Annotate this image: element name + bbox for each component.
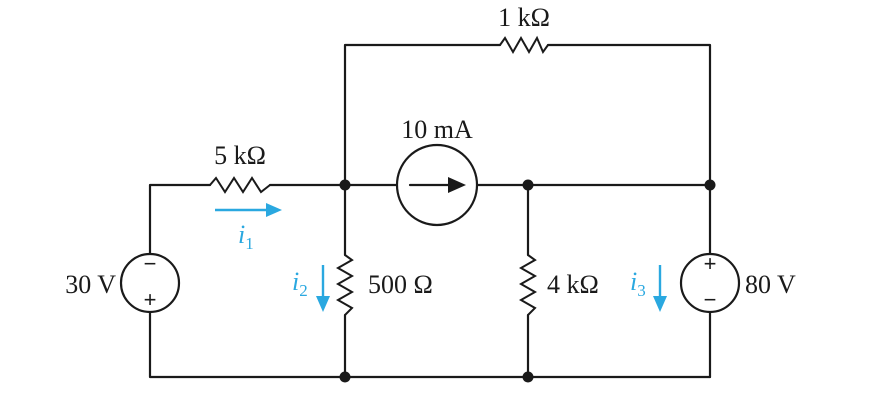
wire-left-bottom (148, 308, 347, 379)
i1-label: i1 (238, 220, 254, 253)
node-e (522, 371, 534, 383)
label-80v: 80 V (745, 270, 796, 299)
sign-30v-top: − (144, 251, 157, 276)
label-10ma: 10 mA (401, 115, 473, 144)
resistor-1k (499, 35, 549, 55)
i3-label: i3 (630, 267, 646, 300)
node-b (522, 179, 534, 191)
wire-left-top (148, 183, 212, 257)
resistor-4k (518, 254, 538, 316)
current-source-arrow-head (448, 177, 466, 193)
wire-top-left (343, 43, 502, 187)
resistor-5k (209, 176, 271, 194)
node-a (339, 179, 351, 191)
label-4k: 4 kΩ (547, 270, 599, 299)
i2-arrow-head (316, 296, 330, 312)
wire-top-right (546, 43, 712, 187)
i3-arrow-head (653, 296, 667, 312)
voltage-source-80v (679, 252, 741, 314)
resistor-500 (335, 254, 355, 316)
i2-label: i2 (292, 267, 308, 300)
label-5k: 5 kΩ (214, 141, 266, 170)
node-d (339, 371, 351, 383)
sign-80v-bottom: − (704, 287, 717, 312)
label-500: 500 Ω (368, 270, 433, 299)
label-30v: 30 V (65, 270, 116, 299)
node-c (704, 179, 716, 191)
label-1k: 1 kΩ (498, 3, 550, 32)
i1-arrow-head (266, 203, 282, 217)
sign-30v-bottom: + (144, 287, 157, 312)
sign-80v-top: + (704, 251, 717, 276)
voltage-source-30v (119, 252, 181, 314)
